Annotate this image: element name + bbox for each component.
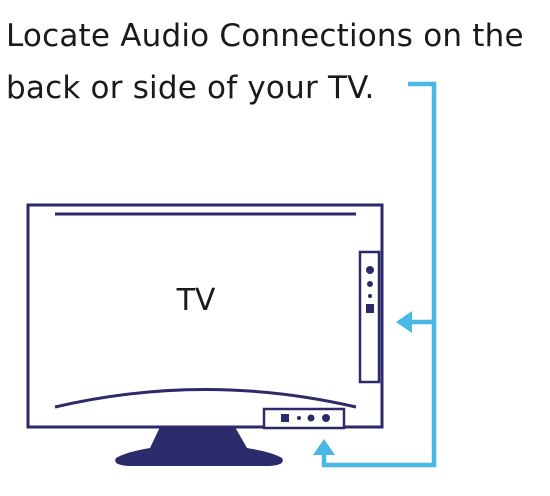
- arrow-icon: [313, 439, 335, 455]
- arrow-icon: [396, 311, 412, 333]
- connection-arrows: [313, 81, 437, 468]
- instruction-line-1: Locate Audio Connections on the: [6, 18, 524, 54]
- instruction-line-2: back or side of your TV.: [6, 70, 375, 106]
- tv-screen-curve: [54, 388, 357, 409]
- instruction-text: Locate Audio Connections on the back or …: [6, 10, 546, 114]
- tv-stand: [115, 427, 283, 466]
- connector-line: [321, 81, 437, 468]
- back-port-panel-icon: [262, 407, 346, 430]
- tv-label: TV: [176, 283, 216, 318]
- side-port-panel-icon: [358, 250, 381, 384]
- tv-illustration: TV: [26, 203, 384, 466]
